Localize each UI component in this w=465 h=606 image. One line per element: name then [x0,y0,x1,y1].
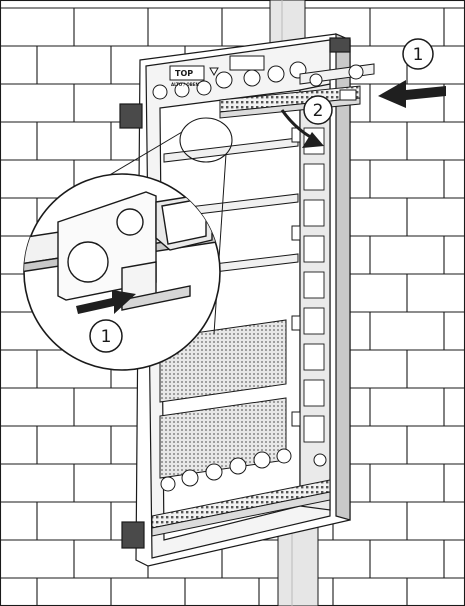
side-clamps [291,127,327,467]
magnifier-detail [23,173,221,371]
callout-2: 2 [303,95,333,125]
side-knockouts [303,127,325,443]
mounting-rod [299,63,375,101]
callout-1-top: 1 [402,38,434,70]
callout-1-detail-number: 1 [101,327,112,347]
zoom-connector-2 [213,153,227,335]
zoom-source-ring [179,117,233,163]
callout-1-top-number: 1 [413,45,424,65]
top-knockout-panel [152,55,307,100]
callout-2-number: 2 [313,101,324,121]
callout-1-detail: 1 [89,319,123,353]
bottom-knockout-panel [160,448,292,492]
cable-duct-bottom [277,523,319,606]
arrow-swing-down-head [302,132,324,148]
bottom-cable-comb [151,479,331,537]
top-sublabel: ALTO / OBEN [171,82,199,87]
top-label: TOP [175,69,193,78]
arrow-push-left [378,80,446,108]
